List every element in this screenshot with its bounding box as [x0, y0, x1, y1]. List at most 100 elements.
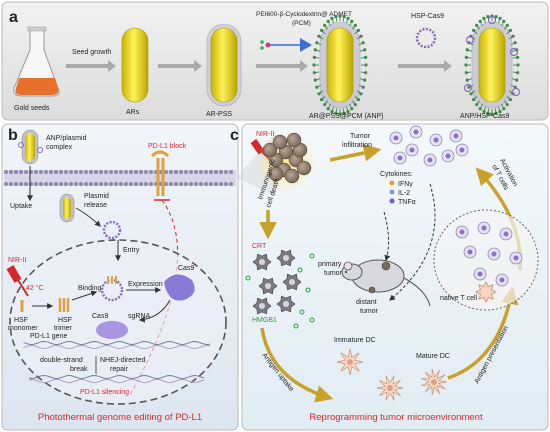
- dna-strand-top: [23, 340, 211, 350]
- plasmid-release-label: Plasmid: [84, 193, 109, 200]
- mouse-icon: [341, 259, 431, 307]
- hsf-monomer-label-2: monomer: [8, 325, 38, 332]
- hmgb1-label: HMGB1: [252, 317, 277, 324]
- il2-dot: [389, 189, 395, 195]
- tnf-alpha-dot: [389, 198, 395, 204]
- antigen-uptake-arrow: [260, 327, 334, 403]
- mature-dc-label: Mature DC: [416, 353, 450, 360]
- tnf-alpha-label: TNFα: [398, 199, 416, 206]
- panel-a-letter: a: [9, 9, 18, 26]
- il2-label: IL-2: [398, 190, 410, 197]
- distant-tumor-mark: [368, 286, 376, 294]
- cas9-to-gene-arrow: [138, 299, 171, 323]
- arrow-pss-coating: [158, 60, 202, 72]
- panel-b-letter: b: [8, 127, 18, 144]
- binding-label: Binding: [78, 285, 101, 292]
- hsf-trimer-icon: [58, 298, 70, 312]
- crt-label: CRT: [252, 243, 267, 250]
- double-strand-break-label-2: break: [70, 366, 88, 373]
- ar-pss-label: AR-PSS: [206, 111, 232, 118]
- binding-arrow: [71, 290, 98, 301]
- cytokines-label: Cytokines:: [380, 171, 413, 178]
- panel-b-footer: Photothermal genome editing of PD-L1: [38, 412, 202, 423]
- ar-pss-rod-icon: [206, 23, 242, 107]
- cas9-protein-icon: [164, 274, 195, 301]
- temperature-label: 42 °C: [26, 284, 44, 292]
- cas9-label: Cas9: [178, 265, 194, 272]
- uptake-label: Uptake: [10, 203, 32, 210]
- double-strand-break-label: double-strand: [40, 357, 83, 364]
- pcm-molecule-icon: [260, 38, 312, 52]
- ifn-gamma-label: IFNγ: [398, 181, 413, 188]
- anp-particle-icon: [312, 14, 368, 116]
- anp-hsp-cas9-particle-icon: [463, 14, 521, 116]
- primary-tumor-mark: [381, 261, 391, 271]
- immature-dc-icon: [336, 348, 364, 376]
- gold-nanorod-icon: [121, 27, 149, 103]
- activated-t-cells-top: [389, 125, 469, 167]
- plasmid-release-arrow: [75, 207, 101, 227]
- gold-seeds-label: Gold seeds: [14, 105, 50, 112]
- nhej-label-2: repair: [110, 366, 129, 373]
- panel-b: b ANP/plasmid complex PD-L1 block Uptake: [1, 123, 239, 431]
- hsf-monomer-label: HSF: [14, 317, 28, 324]
- pcm-label: PEI600-β-Cyclodextrin@ ADMET: [256, 11, 352, 18]
- plasmid-release-label-2: release: [84, 202, 107, 209]
- gold-seeds-flask-icon: [13, 26, 60, 97]
- native-t-cell-label: native T cell: [440, 295, 478, 302]
- sgrna-label: sgRNA: [128, 313, 151, 320]
- dying-tumor-cells: [252, 249, 302, 315]
- anp-plasmid-complex-label-2: complex: [46, 144, 73, 151]
- tumor-infiltration-arrow: [329, 144, 382, 162]
- hsf-trimer-label: HSF: [58, 317, 72, 324]
- pdl1-receptor-icon: [150, 150, 170, 196]
- panel-a-background: [1, 1, 549, 121]
- tumor-cluster-icon: [262, 132, 312, 184]
- dashed-to-primary: [383, 211, 391, 262]
- endosome-particle-icon: [59, 193, 75, 223]
- arrow-seed-growth: [66, 60, 116, 72]
- panel-c: c NIR-II Tumor infiltration Activation o…: [230, 123, 549, 431]
- immature-dc-label: Immature DC: [334, 337, 376, 344]
- hsf-trimer-label-2: trimer: [54, 325, 73, 332]
- laser-icon-b: [6, 265, 29, 297]
- dna-strand-bottom: [29, 374, 205, 384]
- primary-tumor-label: primary: [318, 261, 342, 268]
- nhej-label: NHEJ-directed: [100, 357, 146, 364]
- released-plasmid-icon: [102, 220, 122, 240]
- pcm-abbrev-label: (PCM): [292, 20, 311, 27]
- cas9-sgrna-complex-icon: [96, 321, 128, 339]
- cas9-complex-label: Cas9: [92, 313, 108, 320]
- ars-label: ARs: [126, 109, 140, 116]
- arrow-pcm-coating: [256, 60, 308, 72]
- tumor-infiltration-label-2: infiltration: [342, 142, 372, 149]
- panel-a: a Gold seeds Seed growth ARs AR-PSS PEI6…: [1, 1, 549, 121]
- panel-c-letter: c: [230, 127, 239, 144]
- plasmid-icon: [415, 27, 437, 49]
- bound-plasmid-icon: [100, 276, 124, 302]
- nir-ii-label-c: NIR-II: [256, 131, 274, 138]
- hmgb1-dots: [245, 253, 315, 329]
- hsp-cas9-label: HSP-Cas9: [411, 13, 444, 20]
- distant-tumor-label: distant: [356, 299, 377, 306]
- anp-label: AR@PSS@PCM (ANP): [309, 113, 384, 120]
- pdl1-block-label: PD-L1 block: [148, 143, 187, 150]
- anp-hsp-cas9-label: ANP/HSP-Cas9: [460, 113, 510, 120]
- dashed-to-distant: [389, 183, 436, 301]
- anp-plasmid-complex-label: ANP/plasmid: [46, 135, 87, 142]
- cell-membrane: [4, 170, 236, 186]
- distant-tumor-label-2: tumor: [360, 308, 379, 315]
- anp-plasmid-complex-icon: [18, 129, 43, 165]
- ifn-gamma-dot: [389, 180, 395, 186]
- arrow-plasmid-loading: [398, 60, 452, 72]
- mature-dc-icon: [376, 369, 448, 401]
- expression-label: Expression: [128, 281, 163, 288]
- seed-growth-label: Seed growth: [72, 49, 111, 56]
- entry-label: Entry: [123, 247, 140, 254]
- tumor-infiltration-label: Tumor: [350, 133, 371, 140]
- primary-tumor-label-2: tumor: [324, 270, 343, 277]
- panel-c-footer: Reprogramming tumor microenvironment: [309, 412, 483, 423]
- nir-ii-label-b: NIR-II: [8, 257, 26, 264]
- pdl1-silencing-label: PD-L1 silencing: [80, 389, 129, 396]
